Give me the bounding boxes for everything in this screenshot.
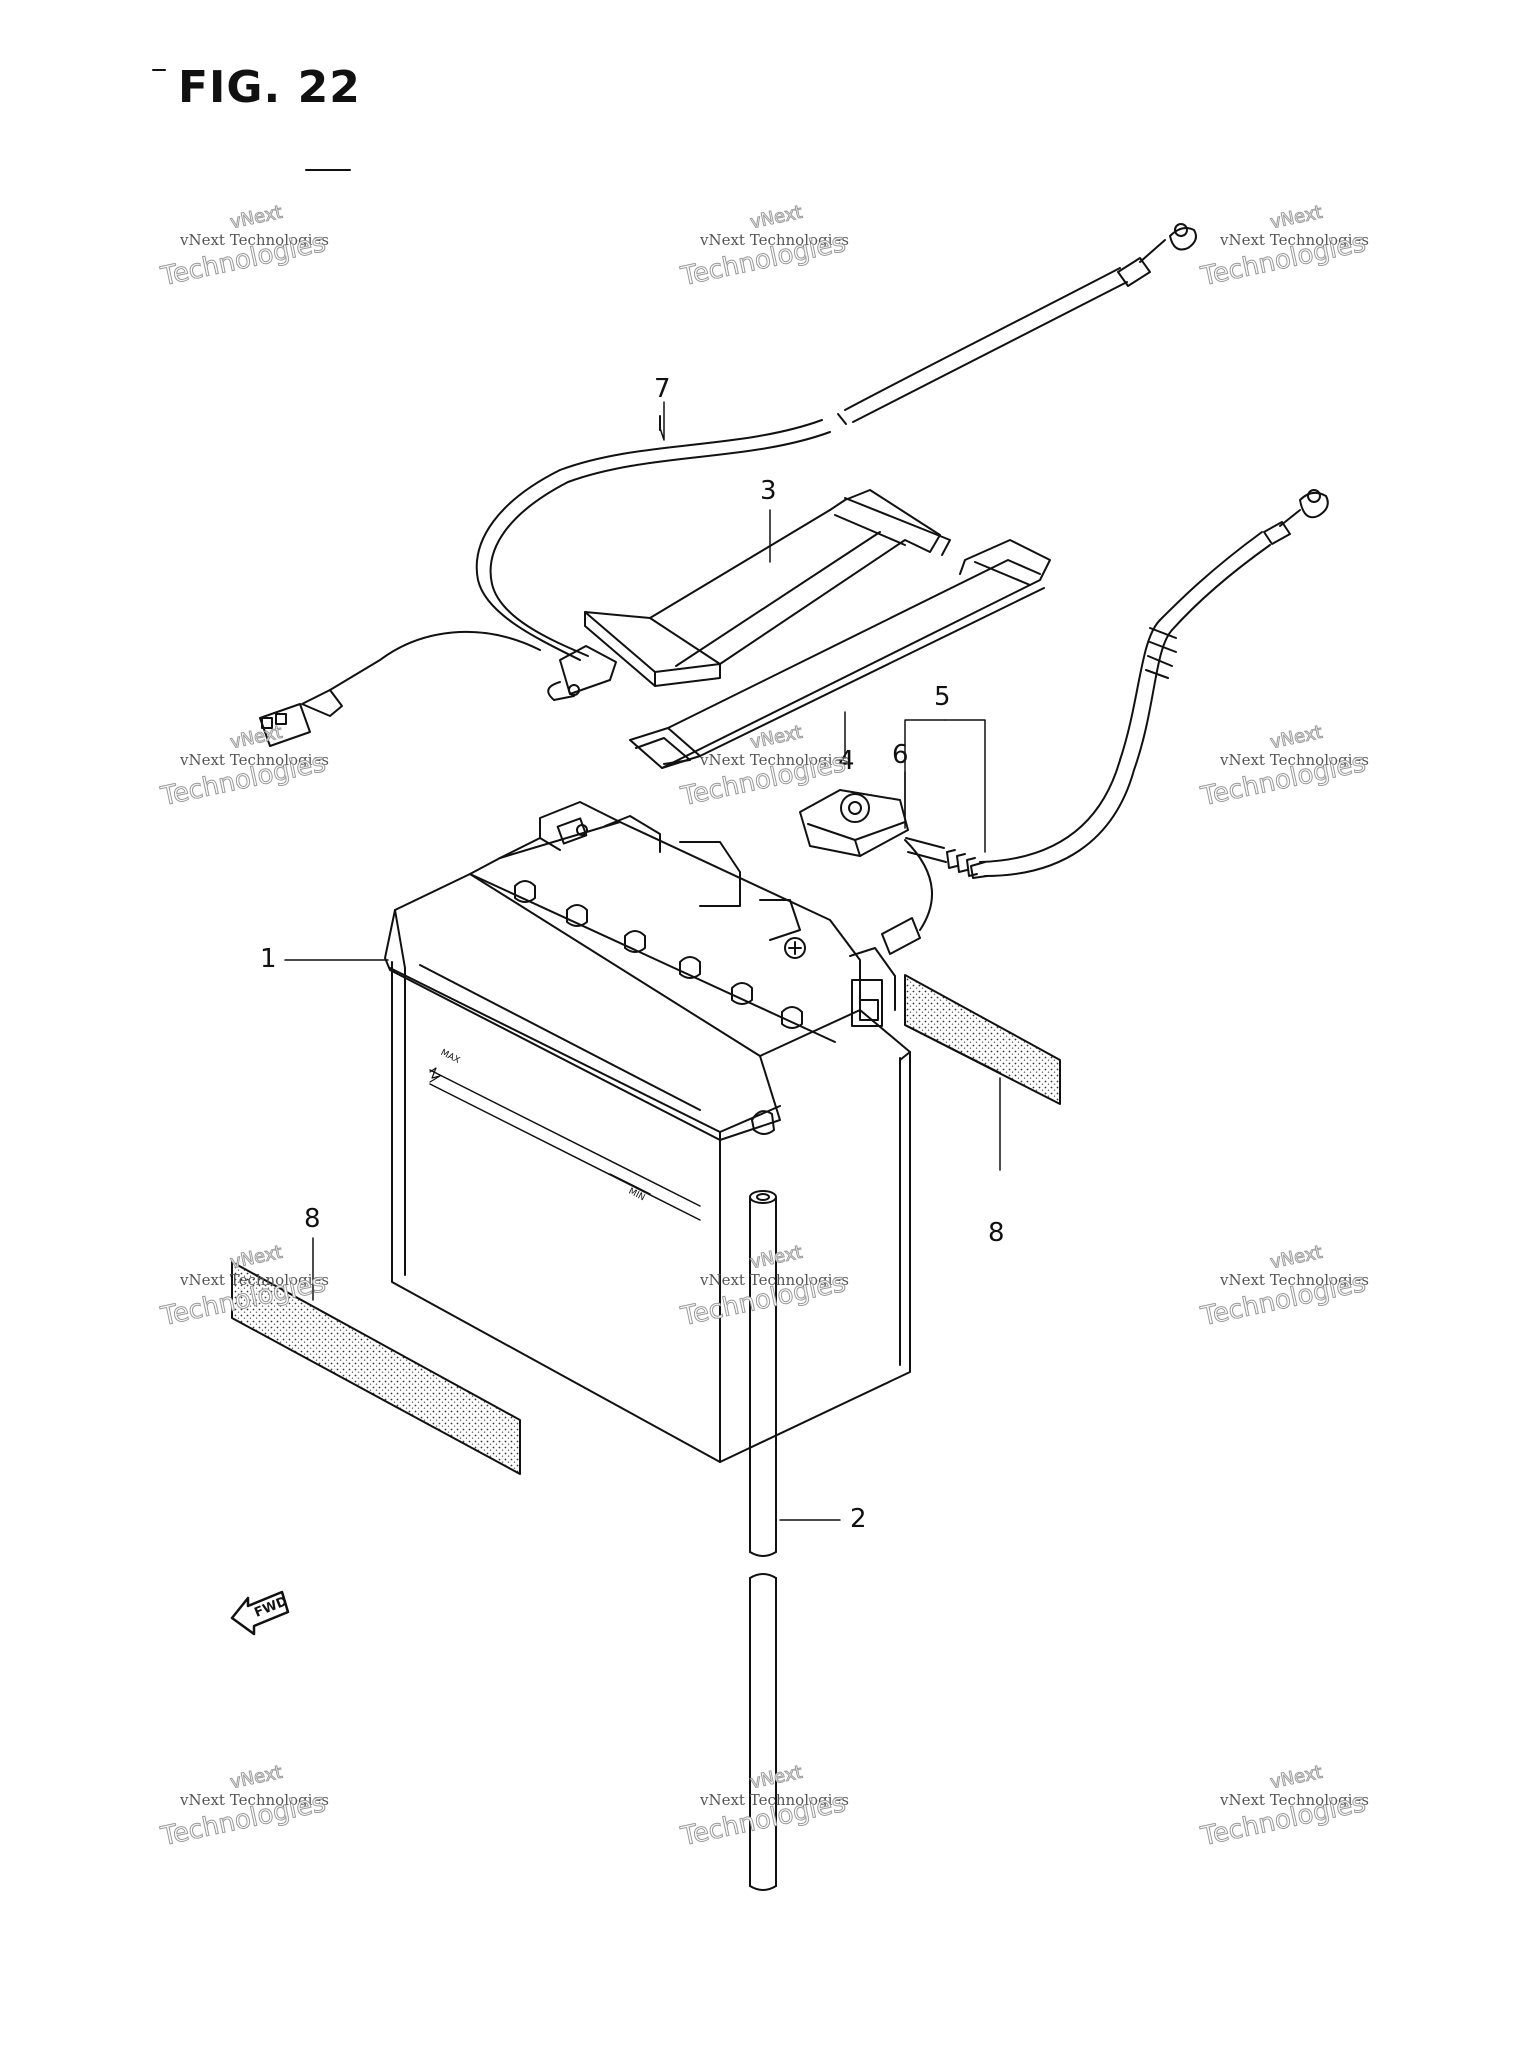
callout-5: 5 (934, 682, 951, 712)
pad-8-left (231, 1261, 521, 1475)
cell-caps (514, 880, 806, 1029)
strap-4 (629, 539, 1051, 769)
leader-lines (284, 401, 1001, 1521)
battery-1 (384, 801, 911, 1463)
breather-tube-2 (749, 1190, 777, 1891)
callout-1: 1 (260, 944, 277, 974)
callout-6: 6 (892, 740, 909, 770)
strap-3 (584, 489, 951, 687)
callout-7: 7 (654, 374, 671, 404)
callout-4: 4 (838, 746, 855, 776)
scan-marks (152, 69, 351, 171)
figure-title: FIG. 22 (178, 62, 361, 113)
callout-3: 3 (760, 476, 777, 506)
fwd-arrow-icon (230, 1590, 290, 1636)
negative-cable-5 (905, 489, 1329, 879)
terminal-cover-6 (799, 789, 933, 955)
callout-8-right: 8 (988, 1218, 1005, 1248)
callout-8-left: 8 (304, 1204, 321, 1234)
pad-8-right (904, 974, 1061, 1105)
battery-cable-7 (259, 223, 1197, 747)
callout-2: 2 (850, 1504, 867, 1534)
